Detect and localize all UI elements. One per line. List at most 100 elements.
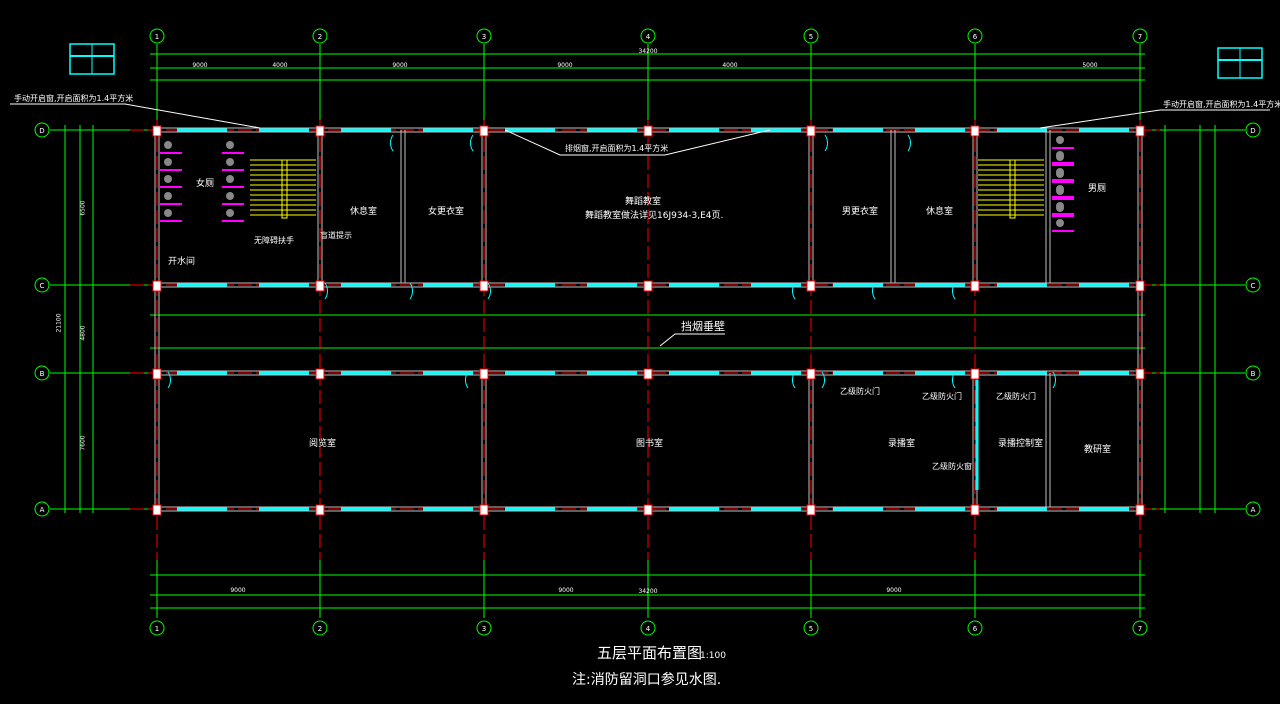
- dim-left-total: 21100: [55, 313, 63, 333]
- column: [152, 125, 162, 137]
- annotation-handrail: 无障碍扶手: [254, 236, 294, 245]
- column: [806, 280, 816, 292]
- axis-label: 7: [1138, 33, 1142, 41]
- room-label-rest-left: 休息室: [350, 207, 378, 217]
- room-label-reading: 阅览室: [309, 439, 337, 449]
- axis-bubble: [640, 28, 656, 44]
- stair-handrail: [1009, 159, 1016, 219]
- column: [806, 368, 816, 380]
- toilet-fixture: [1056, 151, 1064, 159]
- dim-span: 9000: [886, 587, 902, 594]
- drawing-note: 注:消防留洞口参见水图.: [572, 672, 722, 688]
- axis-bubble: [1245, 277, 1261, 293]
- dim-span: 9000: [192, 62, 208, 69]
- stair-handrail: [281, 159, 288, 219]
- axis-bubble: [967, 620, 983, 636]
- door-swing: [791, 282, 796, 300]
- door-swing: [951, 282, 956, 300]
- annotation-manual-window-left: 手动开启窗,开启面积为1.4平方米: [14, 94, 134, 103]
- column: [970, 125, 980, 137]
- door-swing: [871, 282, 876, 300]
- annotation-fire-door: 乙级防火门: [922, 392, 962, 401]
- axis-bubble: [34, 501, 50, 517]
- dim-total-top: 34200: [638, 48, 658, 55]
- annotation-fire-door: 乙级防火门: [840, 387, 880, 396]
- dim-span: 5000: [1082, 62, 1098, 69]
- door-swing: [821, 371, 826, 389]
- column: [970, 504, 980, 516]
- dim-total-bottom: 34200: [638, 588, 658, 595]
- axis-bubble: [149, 28, 165, 44]
- axis-label: B: [1251, 370, 1256, 378]
- door-swing: [324, 282, 329, 300]
- door-swing: [167, 371, 172, 389]
- drawing-scale: 1:100: [700, 651, 726, 661]
- drawing-title: 五层平面布置图: [597, 644, 703, 662]
- dim-left-span: 7600: [79, 435, 87, 451]
- axis-bubble: [34, 365, 50, 381]
- room-label-male-locker: 男更衣室: [842, 207, 879, 217]
- column: [970, 368, 980, 380]
- column: [643, 280, 653, 292]
- toilet-fixture: [1056, 136, 1064, 144]
- room-label-teaching: 教研室: [1084, 445, 1112, 455]
- leader-line: [10, 103, 261, 129]
- axis-label: A: [40, 506, 45, 514]
- axis-bubble: [34, 277, 50, 293]
- axis-bubble: [1245, 122, 1261, 138]
- toilet-fixture: [226, 192, 234, 200]
- toilet-fixture: [1056, 168, 1064, 176]
- door-swing: [469, 134, 474, 152]
- column: [806, 504, 816, 516]
- axis-bubble: [312, 28, 328, 44]
- door-swing: [1052, 371, 1057, 389]
- dim-left-span: 4800: [79, 325, 87, 341]
- axis-label: 4: [646, 33, 651, 41]
- annotation-smoke-window: 排烟窗,开启面积为1.4平方米: [565, 144, 669, 153]
- toilet-fixture: [164, 209, 172, 217]
- door-swing: [824, 134, 829, 152]
- axis-label: 2: [318, 625, 322, 633]
- door-swing: [464, 371, 469, 389]
- room-label-water-room: 开水间: [168, 257, 196, 267]
- room-label-rest-right: 休息室: [926, 207, 954, 217]
- door-swing: [487, 282, 492, 300]
- dim-span: 9000: [557, 62, 573, 69]
- dim-left-span: 6500: [79, 200, 87, 216]
- column: [479, 504, 489, 516]
- axis-label: 7: [1138, 625, 1142, 633]
- column: [1135, 125, 1145, 137]
- dim-span: 4000: [272, 62, 288, 69]
- annotation-blind-path: 盲道提示: [320, 231, 352, 240]
- column: [152, 368, 162, 380]
- axis-bubble: [476, 620, 492, 636]
- axis-bubble: [1132, 28, 1148, 44]
- axis-bubble: [149, 620, 165, 636]
- door-swing: [951, 371, 956, 389]
- room-label-recording: 录播室: [888, 439, 916, 449]
- door-swing: [389, 134, 394, 152]
- column: [1135, 504, 1145, 516]
- axis-label: 6: [973, 33, 978, 41]
- room-label-recording-control: 录播控制室: [998, 439, 1044, 449]
- toilet-fixture: [164, 158, 172, 166]
- room-label-womens-toilet: 女厕: [196, 179, 215, 189]
- column: [643, 368, 653, 380]
- axis-label: 4: [646, 625, 651, 633]
- axis-bubble: [1245, 365, 1261, 381]
- axis-label: 3: [482, 33, 486, 41]
- column: [643, 125, 653, 137]
- toilet-fixture: [1056, 185, 1064, 193]
- column: [970, 280, 980, 292]
- door-swing: [907, 134, 912, 152]
- leader-line: [659, 333, 725, 347]
- axis-label: 3: [482, 625, 486, 633]
- toilet-fixture: [164, 175, 172, 183]
- dance-room-note: 舞蹈教室做法详见16J934-3,E4页.: [585, 211, 724, 221]
- column: [152, 280, 162, 292]
- dim-span: 4000: [722, 62, 738, 69]
- toilet-fixture: [1056, 219, 1064, 227]
- annotation-smoke-curtain: 挡烟垂壁: [681, 320, 725, 333]
- dim-span: 9000: [558, 587, 574, 594]
